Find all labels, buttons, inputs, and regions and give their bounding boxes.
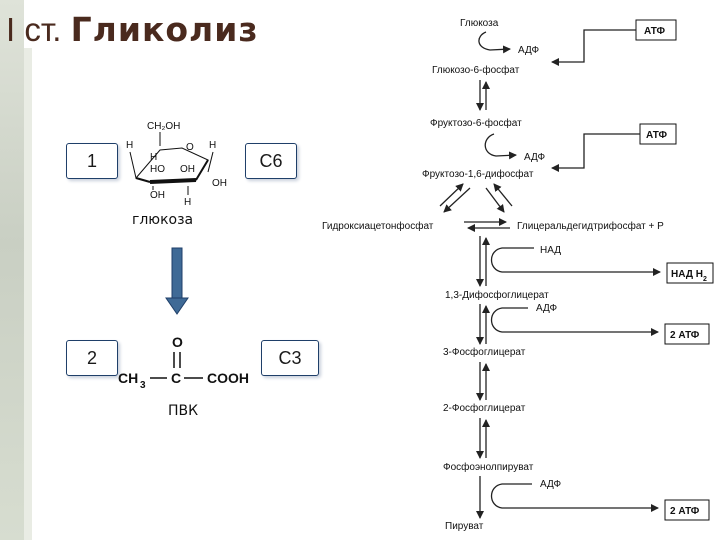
pvk-cooh: COOH [207,370,249,386]
cofactor-nad: НАД [540,245,561,256]
pvk-structure: O CH 3 C COOH [118,334,249,391]
box-atf-1-label: АТФ [644,26,665,37]
badge-c6: С6 [245,143,297,179]
metabolite-pyruvate: Пируват [445,521,484,532]
glucose-structure: CH₂OH H O H H OH HO OH OH H [126,121,227,208]
pvk-ch-subscript: 3 [140,380,146,391]
pvk-oxygen: O [172,334,183,350]
glucose-atom-h-right: H [209,140,216,151]
glucose-atom-oh-right: OH [212,178,227,189]
metabolite-dihydroxyacetone-phosphate: Гидроксиацетонфосфат [322,220,434,232]
pathway-connectors [439,29,661,519]
slide-title: I ст. Гликолиз [6,10,259,50]
box-nadh [666,262,714,284]
glucose-atom-h-left: H [126,140,133,151]
box-2atf-1 [664,323,710,345]
decorative-side-stripe [24,48,32,540]
metabolite-glyceraldehyde-phosphate: Глицеральдегидтрифосфат + Р [517,220,664,232]
badge-c3: С3 [261,340,319,376]
metabolite-glucose-6-phosphate: Глюкозо-6-фосфат [432,64,520,76]
glucose-atom-oh-inner: OH [180,164,195,175]
box-2atf-2 [664,499,710,521]
cofactor-adf-3: АДФ [536,303,558,314]
pvk-c: C [171,370,181,386]
metabolite-1-3-diphosphoglycerate: 1,3-Дифосфоглицерат [445,289,549,301]
cofactor-adf-2: АДФ [524,152,546,163]
box-nadh-label: НАД Н [671,269,703,280]
badge-step-1: 1 [66,143,118,179]
glucose-label: глюкоза [132,212,194,228]
metabolite-glucose: Глюкоза [460,18,499,29]
title-prefix: I ст. [6,11,62,48]
metabolite-fructose-1-6-diphosphate: Фруктозо-1,6-дифосфат [422,168,534,180]
glucose-atom-ho: HO [150,164,165,175]
down-arrow [165,247,189,315]
pvk-ch: CH [118,370,138,386]
badge-step-2: 2 [66,340,118,376]
box-2atf-2-label: 2 АТФ [670,506,700,517]
glucose-ring-o: O [186,142,194,153]
title-main: Гликолиз [70,10,259,49]
metabolite-3-phosphoglycerate: 3-Фосфоглицерат [443,346,526,358]
metabolite-fructose-6-phosphate: Фруктозо-6-фосфат [430,117,522,129]
glucose-ch2oh: CH₂OH [147,121,180,132]
box-nadh-subscript: 2 [703,276,707,283]
box-2atf-1-label: 2 АТФ [670,330,700,341]
glucose-atom-oh-low: OH [150,190,165,201]
metabolite-phosphoenolpyruvate: Фосфоэнолпируват [443,461,534,473]
cofactor-adf-4: АДФ [540,479,562,490]
cofactor-adf-1: АДФ [518,45,540,56]
box-atf-2-label: АТФ [646,130,667,141]
pvk-label: ПВК [168,403,199,419]
decorative-side-bar [0,0,24,540]
glucose-atom-h-low: H [184,197,191,208]
metabolite-2-phosphoglycerate: 2-Фосфоглицерат [443,402,526,414]
glucose-atom-h-inner: H [150,152,157,163]
